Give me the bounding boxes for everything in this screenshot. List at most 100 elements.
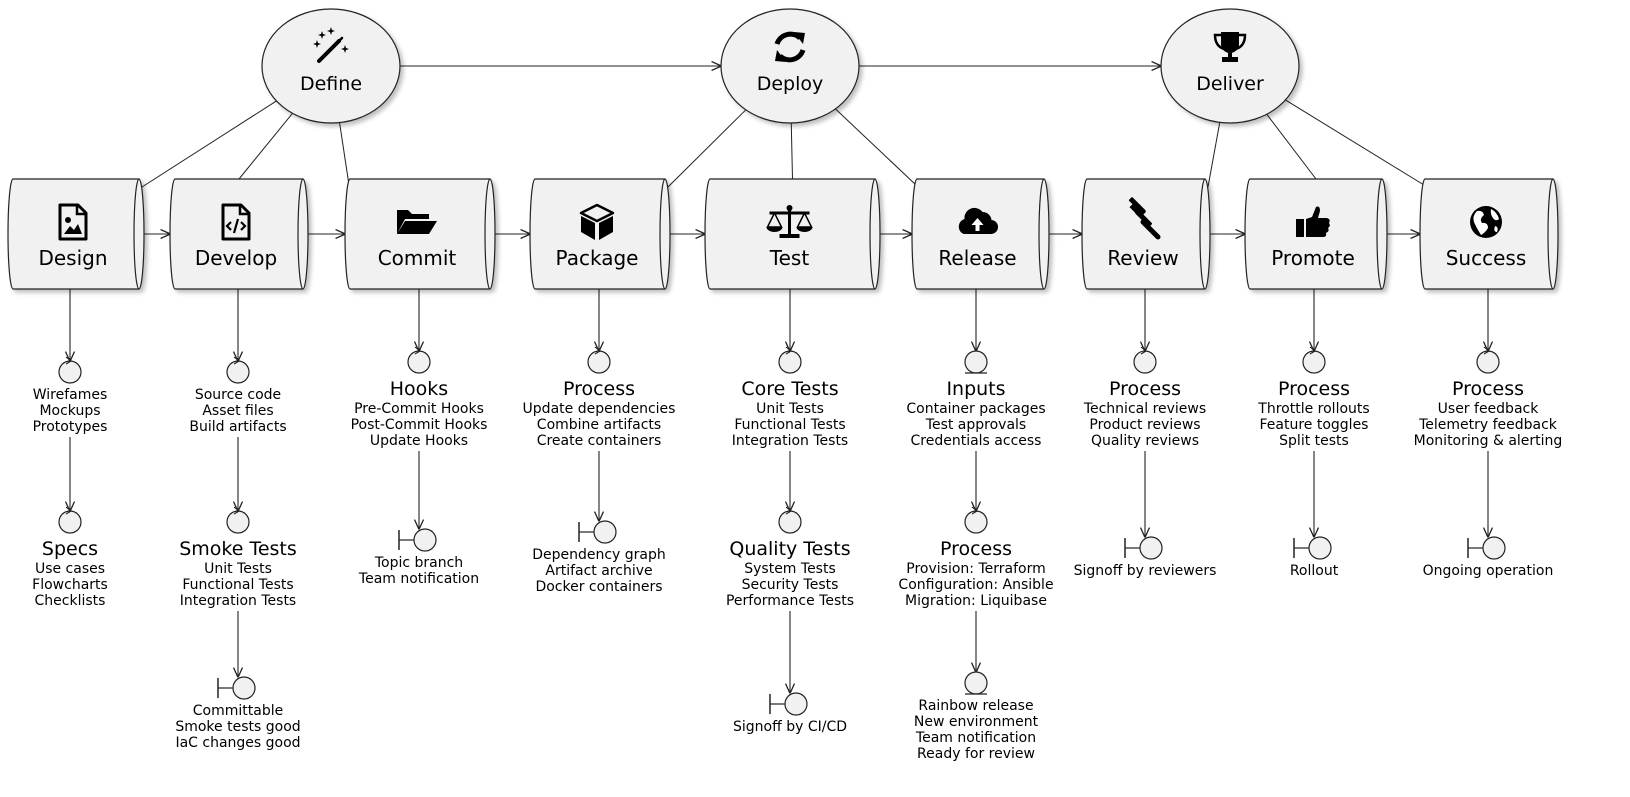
stage-success: Success (1419, 178, 1559, 290)
node-text-line: Functional Tests (182, 577, 293, 593)
boundary-symbol (1308, 536, 1332, 560)
phase-ellipse (261, 8, 401, 124)
boundary-symbol (784, 692, 808, 716)
cube-icon (579, 203, 615, 240)
phase-stage-link (339, 122, 350, 186)
stage-label: Test (769, 246, 810, 270)
output-node-boundary: Rollout (1290, 536, 1339, 579)
phase-stage-link (1285, 99, 1425, 186)
node-text-line: Checklists (35, 593, 106, 609)
node-title: Core Tests (741, 378, 838, 400)
node-text-line: Combine artifacts (537, 417, 661, 433)
boundary-symbol (1482, 536, 1506, 560)
stage-review: Review (1081, 178, 1211, 290)
phase-label: Define (300, 73, 362, 95)
node-text-line: Create containers (537, 433, 662, 449)
file-image-icon (58, 203, 88, 241)
node-text-line: Container packages (906, 401, 1045, 417)
boundary-symbol (413, 528, 437, 552)
stage-label: Promote (1271, 246, 1355, 270)
node-text-line: New environment (914, 714, 1039, 730)
stage-label: Design (38, 246, 107, 270)
control-symbol (407, 350, 431, 374)
node-text-line: Quality reviews (1091, 433, 1199, 449)
node-text-line: Ready for review (917, 746, 1035, 762)
node-title: Process (1452, 378, 1524, 400)
stage-label: Package (556, 246, 639, 270)
control-symbol (778, 350, 802, 374)
stage-package: Package (529, 178, 671, 290)
node-text-line: Update dependencies (523, 401, 676, 417)
phase-stage-link (1207, 122, 1221, 188)
file-code-icon (221, 203, 251, 241)
stage-label: Success (1446, 246, 1527, 270)
phase-stage-link (835, 108, 917, 186)
node-text-line: Pre-Commit Hooks (354, 401, 484, 417)
node-text-line: Signoff by CI/CD (733, 719, 847, 735)
node-text-line: Security Tests (742, 577, 839, 593)
node-text-line: Ongoing operation (1423, 563, 1554, 579)
phase-label: Deploy (757, 73, 824, 95)
phase-stage-link (667, 109, 747, 188)
node-title: Inputs (946, 378, 1005, 400)
node-text-line: Credentials access (911, 433, 1042, 449)
node-text-line: Dependency graph (532, 547, 666, 563)
control-symbol (778, 510, 802, 534)
node-text-line: Rainbow release (918, 698, 1033, 714)
phase-stage-link (790, 122, 793, 180)
node-text-line: Mockups (39, 403, 100, 419)
boundary-symbol (1139, 536, 1163, 560)
entity-symbol (964, 350, 988, 374)
stage-queue-shape (169, 178, 309, 290)
balance-scale-icon (766, 205, 813, 238)
phase-label: Deliver (1196, 73, 1264, 95)
node-title: Process (1278, 378, 1350, 400)
node-text-line: Rollout (1290, 563, 1339, 579)
node-text-line: Product reviews (1089, 417, 1200, 433)
stage-design: Design (7, 178, 145, 290)
node-text-line: Signoff by reviewers (1074, 563, 1217, 579)
node-title: Specs (42, 538, 98, 560)
phase-deliver: Deliver (1160, 8, 1300, 124)
node-text-line: Telemetry feedback (1418, 417, 1558, 433)
node-text-line: Use cases (35, 561, 105, 577)
node-text-line: Prototypes (33, 419, 108, 435)
trophy-icon (1213, 32, 1247, 62)
entity-symbol (964, 671, 988, 695)
node-text-line: Configuration: Ansible (898, 577, 1053, 593)
node-text-line: Update Hooks (370, 433, 468, 449)
control-symbol (1133, 350, 1157, 374)
phase-stage-link (141, 100, 277, 188)
node-text-line: Committable (193, 703, 283, 719)
node-text-line: Asset files (202, 403, 273, 419)
node-text-line: Integration Tests (180, 593, 296, 609)
folder-open-icon (397, 210, 437, 234)
node-text-line: Team notification (358, 571, 479, 587)
control-symbol (1302, 350, 1326, 374)
control-symbol (226, 510, 250, 534)
output-node-boundary: Ongoing operation (1423, 536, 1554, 579)
node-text-line: Integration Tests (732, 433, 848, 449)
node-text-line: Build artifacts (189, 419, 286, 435)
stage-label: Commit (378, 246, 457, 270)
stage-label: Develop (195, 246, 277, 270)
phase-stage-link (1266, 113, 1317, 180)
magic-wand-icon (313, 27, 349, 63)
node-text-line: Docker containers (535, 579, 662, 595)
node-text-line: Topic branch (374, 555, 463, 571)
control-symbol (587, 350, 611, 374)
